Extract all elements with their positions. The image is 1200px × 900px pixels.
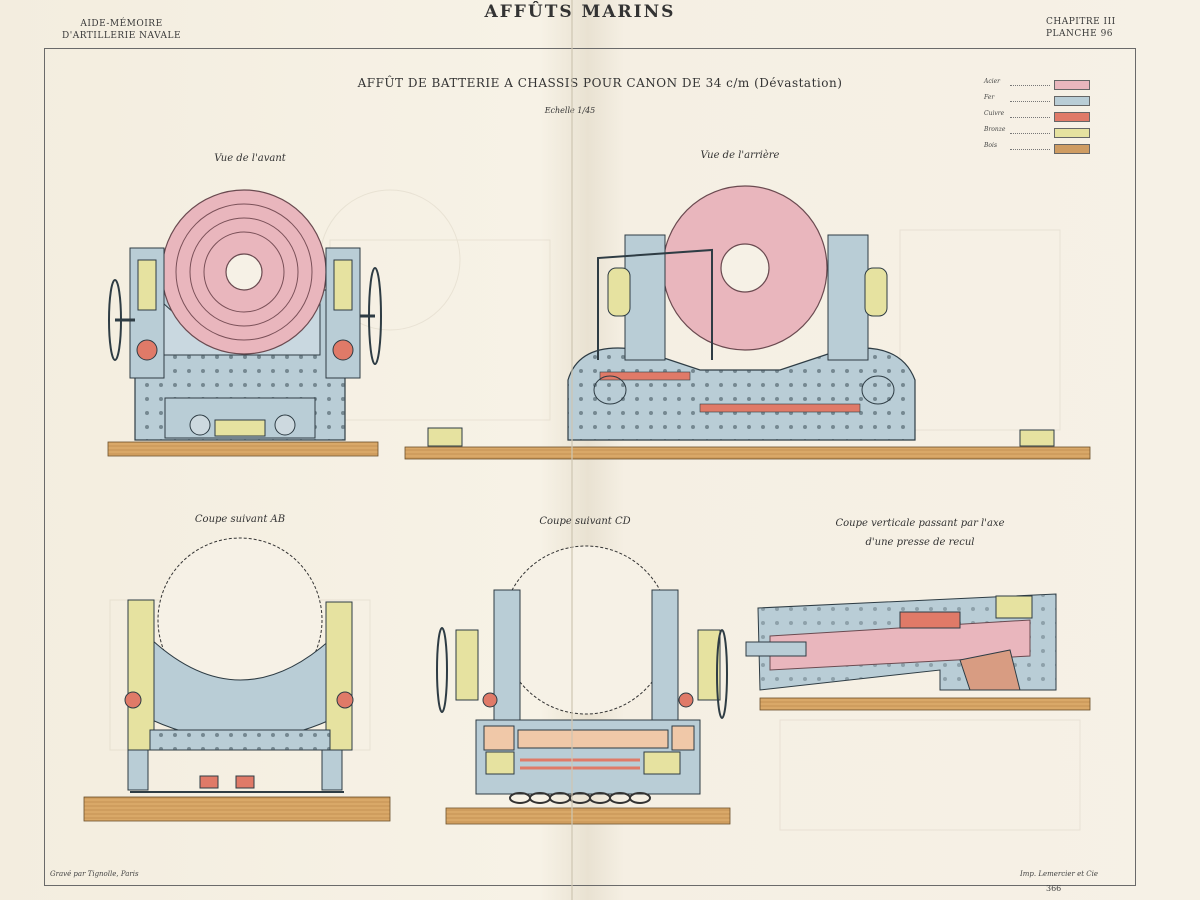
header-center: AFFÛTS MARINS (484, 2, 676, 22)
label-vertical-section-line2: d'une presse de recul (865, 537, 975, 548)
header-left-line2: D'ARTILLERIE NAVALE (62, 31, 182, 41)
legend-leader (1010, 117, 1050, 118)
legend-row: Cuivre (970, 110, 1100, 122)
header-right: CHAPITRE III PLANCHE 96 (1046, 16, 1116, 40)
legend-label: Bronze (984, 126, 1006, 133)
header-right-line2: PLANCHE 96 (1046, 29, 1114, 39)
label-vertical-section-line1: Coupe verticale passant par l'axe (835, 518, 1005, 529)
scale-note: Echelle 1/45 (544, 106, 596, 115)
legend-row: Bois (970, 142, 1100, 154)
legend-swatch (1054, 80, 1090, 90)
legend-row: Bronze (970, 126, 1100, 138)
legend-leader (1010, 101, 1050, 102)
legend-row: Fer (970, 94, 1100, 106)
legend-leader (1010, 85, 1050, 86)
label-section-ab: Coupe suivant AB (194, 514, 286, 525)
legend-label: Fer (984, 94, 995, 101)
legend-swatch (1054, 144, 1090, 154)
legend-swatch (1054, 112, 1090, 122)
engraver-credit: Gravé par Tignolle, Paris (50, 870, 139, 878)
section-cd-drawing (436, 545, 731, 825)
legend-row: Acier (970, 78, 1100, 90)
legend-label: Cuivre (984, 110, 1005, 117)
header-left-line1: AIDE-MÉMOIRE (80, 19, 163, 29)
label-rear-view: Vue de l'arrière (700, 150, 780, 161)
header-right-line1: CHAPITRE III (1046, 17, 1116, 27)
plate-frame (44, 48, 1136, 886)
label-front-view: Vue de l'avant (214, 153, 286, 164)
printer-credit: Imp. Lemercier et Cie (1020, 870, 1099, 878)
page-number: 366 (1046, 884, 1062, 893)
header-left: AIDE-MÉMOIRE D'ARTILLERIE NAVALE (62, 18, 181, 42)
legend-leader (1010, 149, 1050, 150)
legend-swatch (1054, 128, 1090, 138)
legend-label: Acier (984, 78, 1001, 85)
recoil-press-section-drawing (745, 593, 1091, 711)
front-view-drawing (107, 189, 382, 457)
legend-swatch (1054, 96, 1090, 106)
rear-view-drawing (404, 185, 1091, 460)
legend-label: Bois (984, 142, 998, 149)
plate-title: AFFÛT DE BATTERIE A CHASSIS POUR CANON D… (357, 76, 843, 90)
legend-leader (1010, 133, 1050, 134)
section-ab-drawing (83, 537, 391, 822)
label-section-cd: Coupe suivant CD (539, 516, 631, 527)
